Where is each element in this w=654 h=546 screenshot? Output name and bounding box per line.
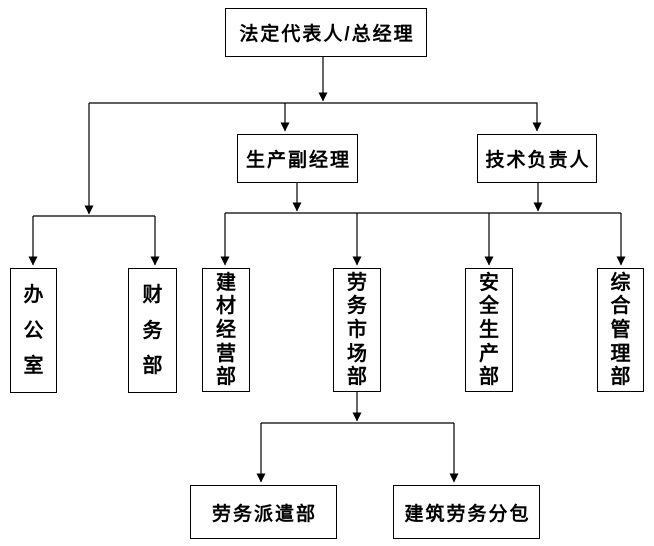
org-node-labor-dispatch-dept-label: 劳务派遣部 (211, 503, 317, 525)
org-node-safety-production-dept-label: 安全生产部 (479, 271, 499, 389)
org-node-production-deputy-manager: 生产副经理 (237, 134, 358, 183)
org-node-safety-production-dept: 安全生产部 (465, 268, 513, 392)
org-node-general-admin-dept-label: 综合管理部 (610, 271, 631, 389)
org-node-labor-market-dept-label: 劳务市场部 (347, 271, 367, 389)
org-node-production-deputy-manager-label: 生产副经理 (245, 150, 351, 171)
org-node-labor-dispatch-dept: 劳务派遣部 (190, 485, 337, 539)
org-node-technical-leader-label: 技术负责人 (485, 150, 591, 171)
org-node-general-admin-dept: 综合管理部 (597, 268, 644, 392)
org-node-office-label: 办公室 (23, 283, 44, 378)
org-node-office: 办公室 (10, 268, 57, 393)
org-node-building-materials-dept: 建材经营部 (202, 268, 250, 392)
org-node-construction-labor-subcontract: 建筑劳务分包 (393, 485, 540, 539)
org-node-building-materials-dept-label: 建材经营部 (216, 271, 236, 389)
connector-bus1-to-technical-leader (89, 102, 542, 132)
org-node-finance-dept: 财务部 (128, 268, 177, 393)
org-node-technical-leader: 技术负责人 (477, 134, 597, 183)
org-node-labor-market-dept: 劳务市场部 (333, 268, 381, 392)
org-node-general-manager-label: 法定代表人/总经理 (239, 24, 415, 45)
org-node-general-manager: 法定代表人/总经理 (225, 8, 427, 57)
org-node-finance-dept-label: 财务部 (142, 283, 163, 378)
org-node-construction-labor-subcontract-label: 建筑劳务分包 (404, 503, 531, 525)
